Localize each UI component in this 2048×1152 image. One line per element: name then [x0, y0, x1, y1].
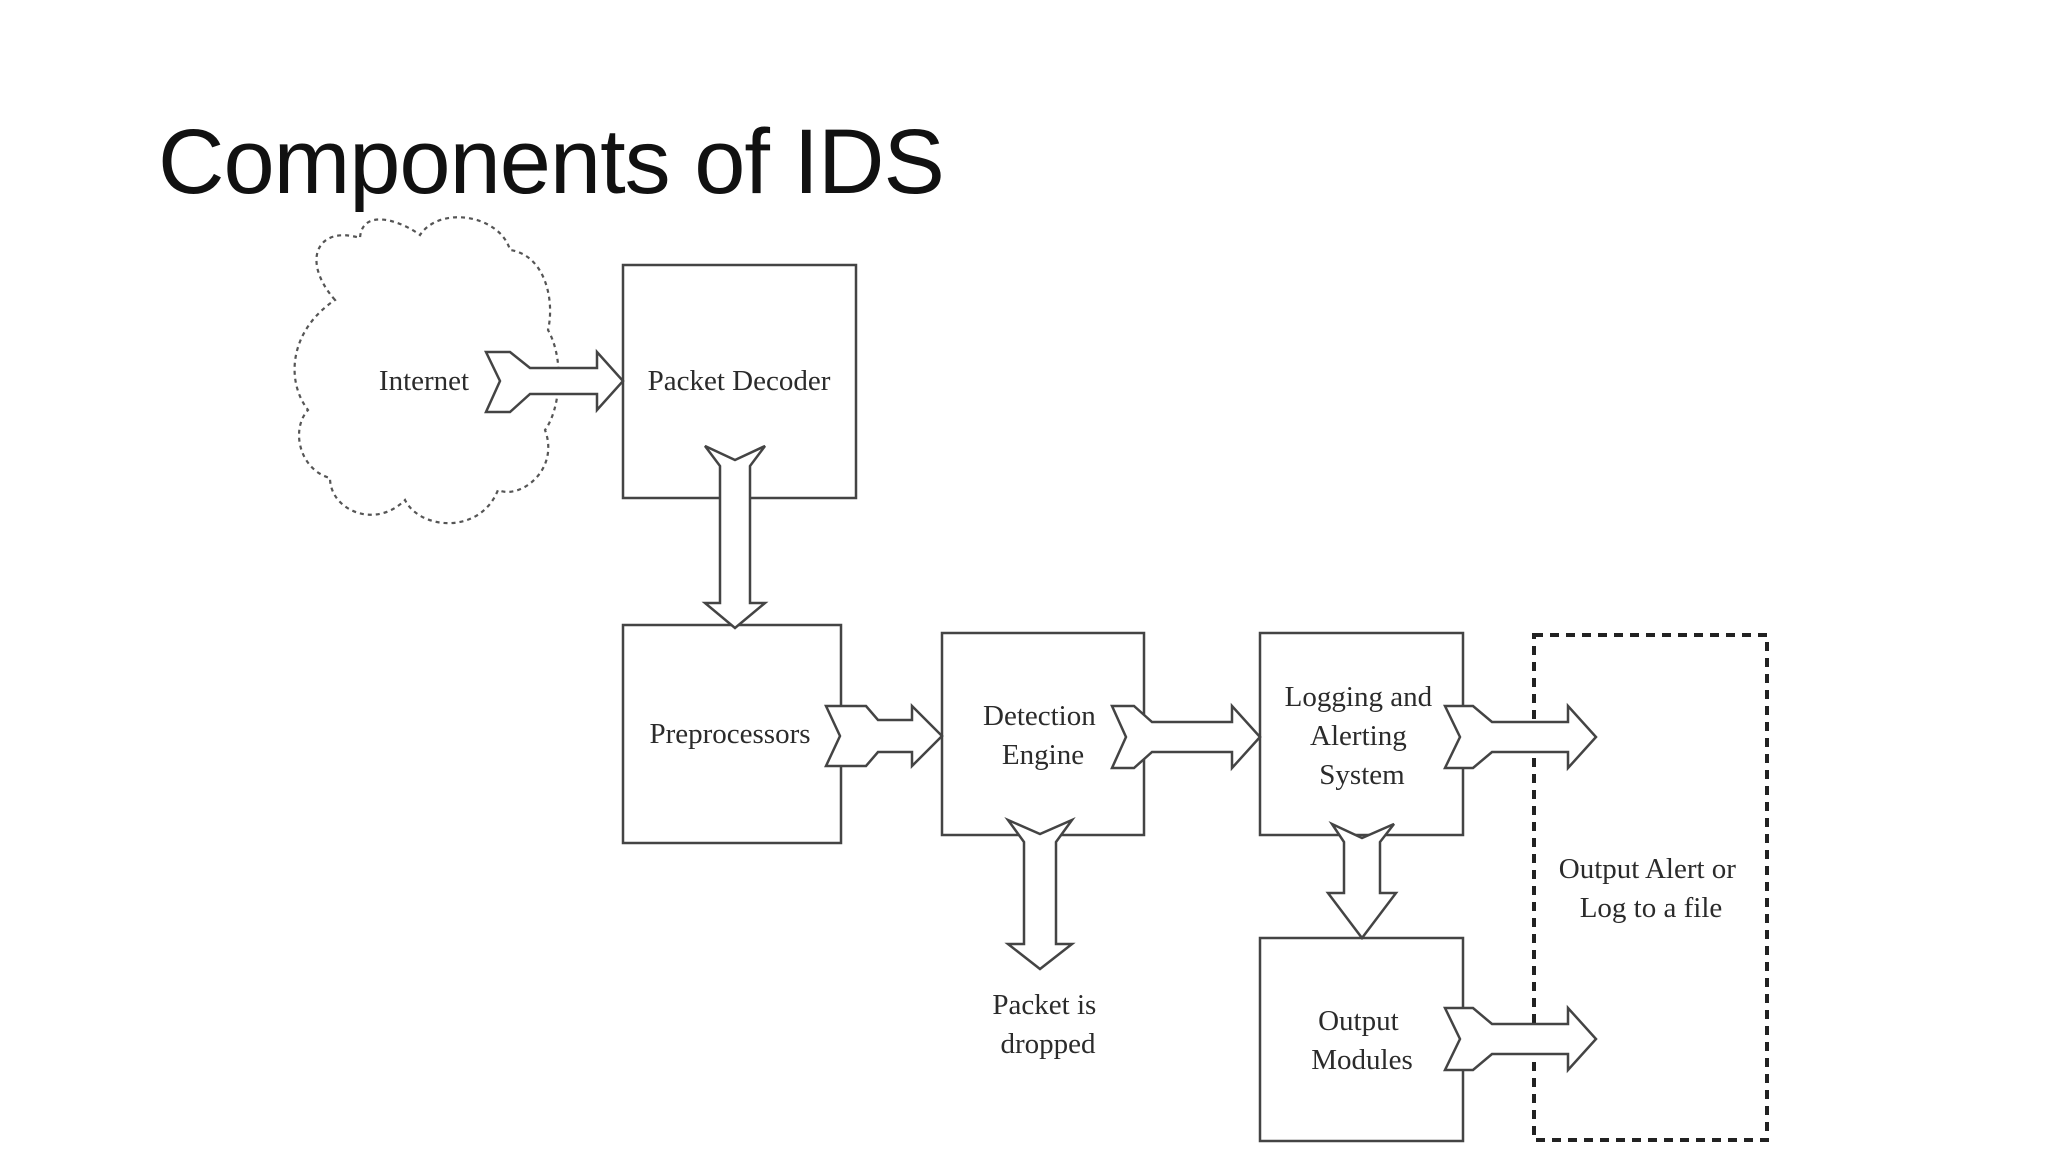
- arrow-logging-to-modules: [1325, 820, 1399, 941]
- arrow-decoder-to-preprocessors: [701, 444, 769, 630]
- label-output-modules: Output Modules: [1311, 1005, 1413, 1076]
- label-packet-dropped-line2: dropped: [1000, 1028, 1096, 1060]
- label-output-alert: Output Alert or Log to a file: [1559, 853, 1743, 924]
- label-logging-line2: Alerting: [1310, 720, 1407, 752]
- output-modules-box: [1258, 936, 1465, 1143]
- arrow-preprocessors-to-detection: [824, 702, 944, 770]
- label-internet: Internet: [379, 365, 469, 397]
- label-packet-dropped: Packet is dropped: [992, 989, 1103, 1060]
- label-detection-engine-line2: Engine: [1002, 739, 1084, 771]
- label-output-modules-line2: Modules: [1311, 1044, 1413, 1076]
- label-logging-line3: System: [1319, 759, 1405, 791]
- arrow-detection-to-logging: [1110, 702, 1262, 772]
- arrow-logging-to-output: [1443, 702, 1598, 772]
- slide-title: Components of IDS: [158, 111, 945, 213]
- label-detection-engine: Detection Engine: [983, 700, 1103, 771]
- label-packet-decoder: Packet Decoder: [648, 365, 831, 397]
- output-alert-region: [1532, 633, 1769, 1142]
- label-output-alert-line1: Output Alert or: [1559, 853, 1737, 885]
- label-preprocessors: Preprocessors: [649, 718, 810, 750]
- label-output-alert-line2: Log to a file: [1580, 892, 1723, 924]
- label-detection-engine-line1: Detection: [983, 700, 1096, 732]
- label-output-modules-line1: Output: [1318, 1005, 1399, 1037]
- internet-cloud: [293, 216, 560, 525]
- label-packet-dropped-line1: Packet is: [992, 989, 1096, 1021]
- arrow-modules-to-output: [1443, 1004, 1598, 1074]
- label-logging-line1: Logging and: [1285, 681, 1433, 713]
- label-logging-alerting: Logging and Alerting System: [1285, 681, 1440, 791]
- arrow-internet-to-decoder: [484, 348, 625, 414]
- detection-engine-box: [940, 631, 1146, 837]
- arrow-detection-to-dropped: [1004, 817, 1076, 971]
